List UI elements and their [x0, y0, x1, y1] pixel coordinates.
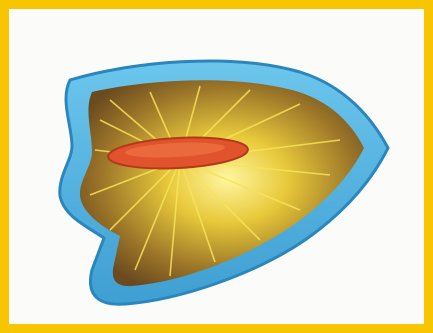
- leaf-illustration: [0, 0, 433, 333]
